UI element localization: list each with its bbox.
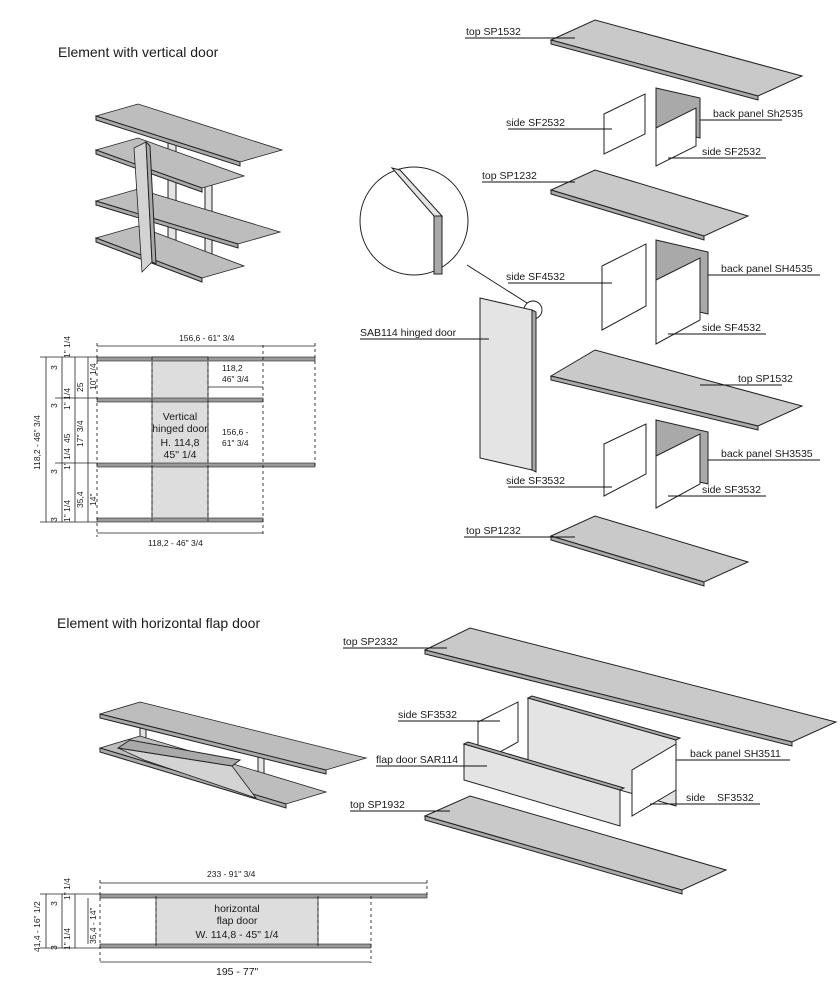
label-top-2: top SP1232 [482,170,537,182]
horizontal-front-drawing: 233 - 91" 3/4 horizontal flap door W. 11… [32,869,428,978]
shelf-top [96,356,316,362]
dim-width-top: 156,6 - 61" 3/4 [179,333,235,343]
dim-right-width: 156,6 - [222,427,249,437]
horizontal-exploded-view: top SP2332 back panel SH3511 side SF3532… [343,627,838,895]
label-h-side-2a: side [686,792,705,804]
label-side-3: side SF3532 [506,475,565,487]
label-h-back: back panel SH3511 [690,748,781,760]
dim-height: 118,2 - 46" 3/4 [32,415,42,470]
horizontal-element-iso-view [98,701,368,809]
dim-width-bottom: 118,2 - 46" 3/4 [148,538,203,548]
label-h-side-1: side SF3532 [398,709,457,721]
label-side-1: side SF2532 [506,117,565,129]
dim-1c: 1" 1/4 [62,448,72,470]
part-hinged-door-sab114 [479,297,533,471]
door-label-3: H. 114,8 [161,437,200,449]
h-dim-1b: 1" 1/4 [62,928,72,950]
door-label-1: Vertical [163,411,197,423]
dim-14: 14" [88,494,98,506]
h-dim-3a: 3 [49,901,59,906]
vertical-door-panel [151,356,209,522]
dim-right-width-in: 61" 3/4 [222,438,249,448]
dim-inner-width-in: 46" 3/4 [222,374,249,384]
shelf-bottom [96,517,264,523]
heading-vertical-door: Element with vertical door [58,44,219,60]
h-dim-inner: 35,4 - 14" [88,907,98,944]
label-side-3b: side SF3532 [702,484,761,496]
shelf-3 [96,462,316,468]
part-top-sp1532-1 [549,19,804,97]
dim-10: 10" 1/4 [88,363,98,390]
dim-45: 45 [62,433,72,443]
flap-label-3: W. 114,8 - 45" 1/4 [196,929,279,941]
door-label-2: hinged door [152,423,208,435]
vertical-element-iso-view [94,103,284,283]
label-h-flap: flap door SAR114 [376,754,458,766]
dim-inner-width: 118,2 [222,363,243,373]
dim-25: 25 [75,382,85,392]
vertical-exploded-view: top SP1532 side SF2532 back panel Sh2535… [359,19,820,587]
label-h-top-1: top SP2332 [343,636,398,648]
dim-35: 35,4 [75,491,85,508]
part-side-sf3532-1 [603,423,647,497]
label-side-2: side SF4532 [506,271,565,283]
label-top-4: top SP1232 [466,525,521,537]
vertical-front-drawing: 156,6 - 61" 3/4 118,2 46" 3/4 156,6 - 61… [32,333,316,548]
flap-label-1: horizontal [214,903,260,915]
label-side-2b: side SF4532 [702,322,761,334]
part-side-sf3532-2 [655,433,701,509]
part-side-sf4532-2 [655,257,701,345]
label-h-top-2: top SP1932 [350,799,405,811]
label-top-3: top SP1532 [738,373,793,385]
part-h-side-2 [631,743,677,817]
label-side-1b: side SF2532 [702,146,761,158]
part-side-sf2532-2 [655,107,697,167]
dim-3b: 3 [49,403,59,408]
label-top-1: top SP1532 [466,26,521,38]
h-dim-height: 41,4 - 16" 1/2 [32,901,42,952]
dim-3c: 3 [49,469,59,474]
dim-3d: 3 [49,517,59,522]
h-dim-width-top: 233 - 91" 3/4 [207,869,256,879]
dim-3a: 3 [49,365,59,370]
dim-1b: 1" 1/4 [62,388,72,410]
flap-label-2: flap door [217,915,258,927]
h-shelf-top [99,893,428,899]
door-edge-detail-circle [359,166,469,276]
heading-horizontal-door: Element with horizontal flap door [57,615,260,631]
h-dim-width-bottom: 195 - 77" [216,966,259,978]
dim-1d: 1" 1/4 [62,500,72,522]
label-back-1: back panel Sh2535 [713,108,803,120]
door-label-4: 45" 1/4 [164,449,197,461]
part-side-sf4532-1 [601,243,647,331]
label-door: SAB114 hinged door [360,327,457,339]
h-shelf-bottom [99,943,372,949]
label-back-2: back panel SH4535 [721,263,813,275]
shelf-2 [96,397,264,403]
label-back-3: back panel SH3535 [721,448,813,460]
h-dim-1a: 1" 1/4 [62,878,72,900]
dim-17: 17" 3/4 [75,420,85,447]
dim-1a: 1" 1/4 [62,336,72,358]
label-h-side-2b: SF3532 [717,792,754,804]
h-dim-3b: 3 [49,945,59,950]
part-side-sf2532-1 [603,93,646,155]
